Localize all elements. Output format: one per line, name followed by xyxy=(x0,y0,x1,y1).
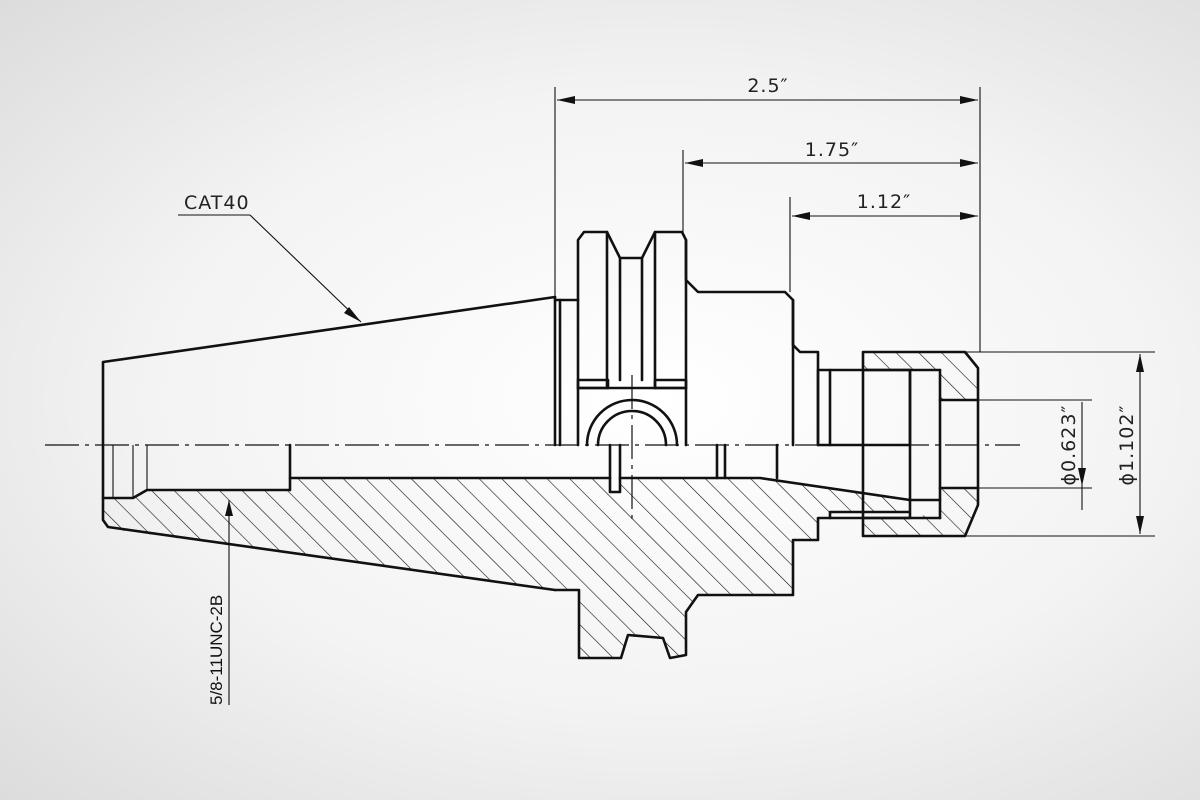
dim-overall-length: 2.5″ xyxy=(747,75,788,97)
dim-flange-to-nose: 1.75″ xyxy=(805,139,859,161)
section-hatch xyxy=(103,352,978,658)
label-thread: 5/8-11UNC-2B xyxy=(207,595,226,705)
dim-nose-diameter: ϕ1.102″ xyxy=(1116,404,1138,485)
label-taper: CAT40 xyxy=(184,192,250,214)
dim-bore-diameter: ϕ0.623″ xyxy=(1058,404,1080,485)
center-lines xyxy=(45,375,1020,520)
dim-nose-length: 1.12″ xyxy=(857,191,911,213)
dimension-lines xyxy=(178,87,1155,705)
